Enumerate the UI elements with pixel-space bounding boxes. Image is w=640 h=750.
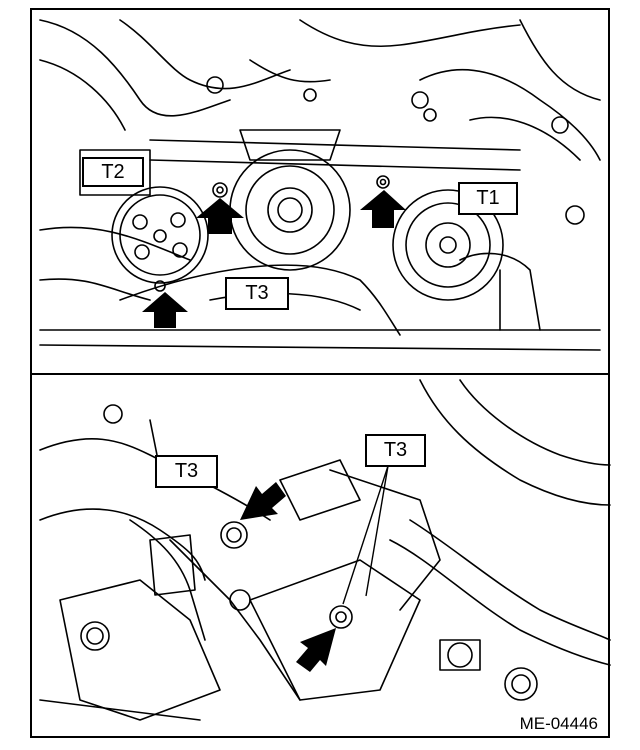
label-t3-top: T3 (225, 277, 289, 310)
arrow-indicator (142, 292, 188, 328)
panel-divider (30, 373, 610, 375)
arrow-indicator (196, 198, 244, 234)
arrow-indicator (240, 482, 286, 520)
arrow-indicator (360, 190, 406, 228)
label-t2: T2 (82, 157, 144, 187)
label-t1: T1 (458, 182, 518, 215)
label-t3-bottom-left: T3 (155, 455, 218, 488)
figure-code: ME-04446 (517, 714, 600, 734)
label-t3-bottom-right: T3 (365, 434, 426, 467)
arrow-indicator (296, 628, 336, 672)
